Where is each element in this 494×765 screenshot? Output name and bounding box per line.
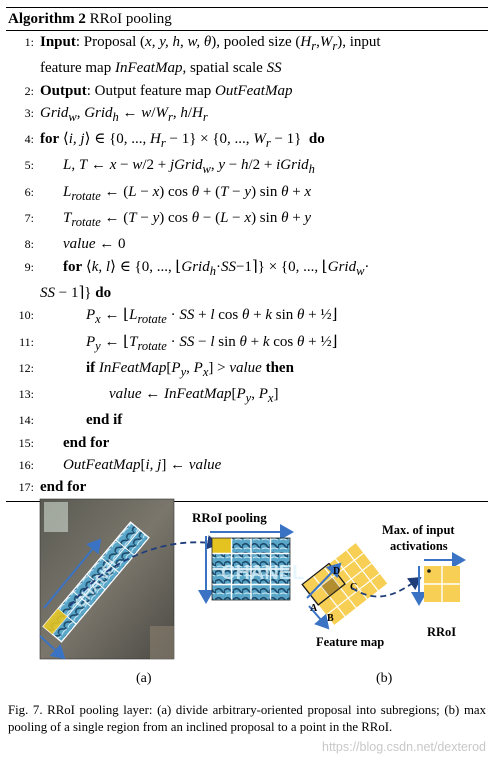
algorithm-line: 8: value ← 0 xyxy=(6,233,488,255)
algorithm-line: 12: if InFeatMap[Py, Px] > value then xyxy=(6,357,488,383)
line-number: 1: xyxy=(24,35,34,49)
algorithm-line: 14: end if xyxy=(6,409,488,431)
algorithm-line: feature map InFeatMap, spatial scale SS xyxy=(6,57,488,79)
label-a: A xyxy=(310,603,318,614)
line-number: 13: xyxy=(18,387,34,402)
algorithm-line: 16: OutFeatMap[i, j] ← value xyxy=(6,454,488,476)
line-number: 3: xyxy=(24,105,34,120)
line-number: 12: xyxy=(18,360,34,375)
svg-text:CHANEL: CHANEL xyxy=(221,562,304,584)
algorithm-line: 2: Output: Output feature map OutFeatMap xyxy=(6,80,488,102)
algorithm-line: 4: for ⟨i, j⟩ ∈ {0, ..., Hr − 1} × {0, ..… xyxy=(6,128,488,154)
line-number: 7: xyxy=(24,211,34,226)
line-code: L, T ← x − w/2 + jGridw, y − h/2 + iGrid… xyxy=(63,157,315,177)
line-number: 9: xyxy=(24,259,34,274)
algorithm-line: 5: L, T ← x − w/2 + jGridw, y − h/2 + iGr… xyxy=(6,154,488,180)
b-title-1: Max. of input xyxy=(382,523,455,537)
feature-map-b: A B C D xyxy=(301,542,389,630)
top-rule xyxy=(6,7,488,8)
algorithm-line: 11: Py ← ⌊Trotate · SS − l sin θ + k cos … xyxy=(6,331,488,357)
algorithm-line: 13: value ← InFeatMap[Py, Px] xyxy=(6,383,488,409)
line-number: 17: xyxy=(18,480,34,495)
line-code: for ⟨k, l⟩ ∈ {0, ..., ⌊Gridh·SS−1⌉} × {0… xyxy=(63,258,370,278)
photo-panel: CHANEL xyxy=(39,498,175,660)
algorithm-name: RRoI pooling xyxy=(89,11,172,27)
line-number: 5: xyxy=(24,158,34,173)
algorithm-line: 7: Trotate ← (T − y) cos θ − (L − x) sin … xyxy=(6,207,488,233)
a-title: RRoI pooling xyxy=(192,510,267,525)
figure-svg: CHANEL RRoI pooling CHANEL xyxy=(39,498,466,686)
line-number: 15: xyxy=(18,435,34,450)
a-sublabel: (a) xyxy=(136,671,152,686)
figure-caption: Fig. 7. RRoI pooling layer: (a) divide a… xyxy=(8,703,486,734)
mid-rule xyxy=(6,30,488,31)
line-code: Input: Proposal (x, y, h, w, θ), pooled … xyxy=(40,34,381,53)
algorithm-line: 15: end for xyxy=(6,432,488,454)
algorithm-line: 6: Lrotate ← (L − x) cos θ + (T − y) sin … xyxy=(6,181,488,207)
line-number: 10: xyxy=(18,308,34,323)
line-code: end for xyxy=(63,434,110,451)
line-code: end if xyxy=(86,412,123,429)
label-d: D xyxy=(333,566,340,577)
algorithm-line: 9: for ⟨k, l⟩ ∈ {0, ..., ⌊Gridh·SS−1⌉} × … xyxy=(6,256,488,282)
line-code: Py ← ⌊Trotate · SS − l sin θ + k cos θ +… xyxy=(86,333,338,353)
b-sublabel: (b) xyxy=(376,671,393,686)
line-code: Gridw, Gridh ← w/Wr, h/Hr xyxy=(40,104,208,124)
line-code: end for xyxy=(40,479,87,496)
b-feature-map-label: Feature map xyxy=(316,635,384,649)
algorithm-lines: 1: Input: Proposal (x, y, h, w, θ), poole… xyxy=(6,31,488,499)
rroi-grid-a: CHANEL xyxy=(198,524,304,604)
line-code: value ← 0 xyxy=(63,236,126,253)
line-number: 4: xyxy=(24,132,34,147)
line-code: value ← InFeatMap[Py, Px] xyxy=(109,386,279,406)
algorithm-line: 17: end for xyxy=(6,476,488,498)
line-code: Px ← ⌊Lrotate · SS + l cos θ + k sin θ +… xyxy=(86,307,338,327)
algorithm-label: Algorithm 2 xyxy=(8,11,86,27)
line-number: 11: xyxy=(19,334,34,349)
line-code: if InFeatMap[Py, Px] > value then xyxy=(86,359,294,379)
b-title-2: activations xyxy=(390,539,448,553)
line-code: Output: Output feature map OutFeatMap xyxy=(40,82,293,99)
algorithm-line: 1: Input: Proposal (x, y, h, w, θ), poole… xyxy=(6,31,488,57)
algorithm-line: SS − 1⌉} do xyxy=(6,282,488,304)
line-number: 16: xyxy=(18,458,34,473)
label-b: B xyxy=(327,613,334,624)
line-code: SS − 1⌉} do xyxy=(40,284,112,301)
b-rroi-label: RRoI xyxy=(427,625,456,639)
line-number: 14: xyxy=(18,413,34,428)
algorithm-title: Algorithm 2 RRoI pooling xyxy=(6,8,488,30)
line-code: Lrotate ← (L − x) cos θ + (T − y) sin θ … xyxy=(63,183,312,203)
algorithm-line: 3: Gridw, Gridh ← w/Wr, h/Hr xyxy=(6,102,488,128)
rroi-grid-b xyxy=(411,552,466,606)
line-number: 6: xyxy=(24,184,34,199)
algorithm-box: Algorithm 2 RRoI pooling 1: Input: Propos… xyxy=(6,7,488,502)
line-number: 2: xyxy=(24,83,34,98)
line-code: Trotate ← (T − y) cos θ − (L − x) sin θ … xyxy=(63,210,312,230)
line-number: 8: xyxy=(24,237,34,252)
line-code: OutFeatMap[i, j] ← value xyxy=(63,457,222,474)
figure-7: CHANEL RRoI pooling CHANEL xyxy=(0,496,494,696)
watermark: https://blog.csdn.net/dexterod xyxy=(322,740,486,754)
line-code: for ⟨i, j⟩ ∈ {0, ..., Hr − 1} × {0, ...,… xyxy=(40,131,325,151)
line-code: feature map InFeatMap, spatial scale SS xyxy=(40,60,282,77)
bottom-rule xyxy=(6,500,488,502)
a-dashed-arrow xyxy=(69,535,220,607)
algorithm-line: 10: Px ← ⌊Lrotate · SS + l cos θ + k sin … xyxy=(6,304,488,330)
label-c: C xyxy=(350,582,357,593)
